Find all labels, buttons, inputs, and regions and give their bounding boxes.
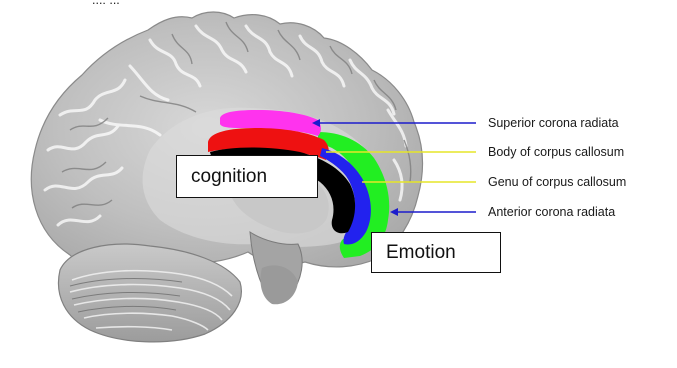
emotion-label: Emotion <box>386 242 456 264</box>
label-genu-of-corpus-callosum: Genu of corpus callosum <box>488 175 626 189</box>
label-body-of-corpus-callosum: Body of corpus callosum <box>488 145 624 159</box>
label-superior-corona-radiata: Superior corona radiata <box>488 116 619 130</box>
cognition-box: cognition <box>176 155 318 198</box>
emotion-box: Emotion <box>371 232 501 273</box>
top-text-fragment: ...: ... <box>92 0 120 7</box>
callout-labels: Superior corona radiata Body of corpus c… <box>488 116 626 219</box>
label-anterior-corona-radiata: Anterior corona radiata <box>488 205 615 219</box>
cognition-label: cognition <box>191 166 267 188</box>
